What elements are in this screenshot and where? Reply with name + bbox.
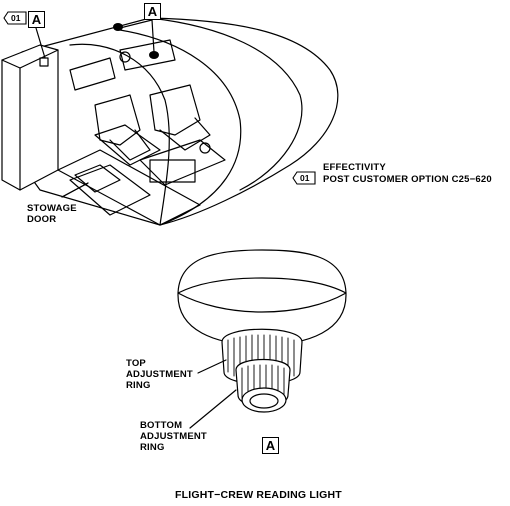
effectivity-title: EFFECTIVITY: [323, 162, 386, 173]
top-ring-label-line3: RING: [126, 380, 151, 391]
reference-tag-effectivity-text: 01: [300, 173, 310, 183]
top-ring-label-line2: ADJUSTMENT: [126, 369, 193, 380]
reference-tag-effectivity: 01: [292, 171, 316, 188]
view-callout-a-top-left: A: [28, 11, 45, 28]
effectivity-text: POST CUSTOMER OPTION C25−620: [323, 174, 492, 185]
stowage-door-label-line2: DOOR: [27, 214, 57, 225]
figure-caption: FLIGHT−CREW READING LIGHT: [175, 489, 342, 501]
bottom-ring-label-line1: BOTTOM: [140, 420, 183, 431]
reference-tag-top-text: 01: [11, 13, 21, 23]
view-callout-a-detail: A: [262, 437, 279, 454]
reference-tag-top: 01: [3, 11, 27, 28]
view-callout-a-top: A: [144, 3, 161, 20]
bottom-ring-label-line2: ADJUSTMENT: [140, 431, 207, 442]
top-ring-label-line1: TOP: [126, 358, 146, 369]
bottom-ring-label-line3: RING: [140, 442, 165, 453]
stowage-door-label-line1: STOWAGE: [27, 203, 77, 214]
